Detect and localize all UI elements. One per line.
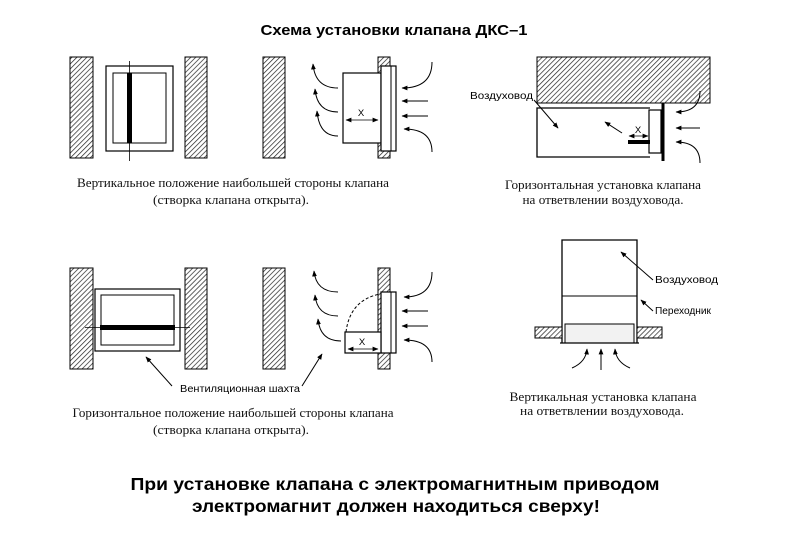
airflow-arrow-inside [315,110,339,137]
valve-blade [100,325,175,330]
ceiling-hatched-left [534,326,563,339]
valve-blade [127,73,132,143]
caption-line1: Вертикальная установка клапана [510,390,697,404]
airflow-arrow-inside [313,88,339,113]
duct-overhead-hatched [536,56,711,104]
ceiling-hatched-right [636,326,663,339]
valve-frame-inner [112,72,167,144]
dimension-x-label: X [635,125,642,136]
airflow-arrow-incoming [613,348,631,369]
caption-line2: на ответвлении воздуховода. [520,404,684,418]
airflow-arrow-incoming [401,61,433,91]
shaft-label-leader-left [145,356,173,387]
valve-body [342,72,382,144]
duct-label-leader [533,99,559,129]
duct-label: Воздуховод [655,275,718,286]
valve-blade [628,140,650,144]
airflow-arrow-incoming [675,139,701,164]
diagram-vertical-duct-branch: Воздуховод Переходник Вертикальная устан… [510,239,718,418]
duct-label-leader [620,251,654,281]
caption-horizontal-line2: (створка клапана открыта). [153,423,309,437]
caption-line2: на ответвлении воздуховода. [523,193,684,207]
airflow-arrow-inside [312,270,339,293]
shaft-wall-left [69,56,94,159]
airflow-arrow-incoming [403,337,433,363]
valve-frame-outer [105,65,174,152]
shaft-wall-left [69,267,94,370]
valve-flange [380,65,397,152]
adapter-label: Переходник [655,306,712,317]
adapter-label-leader [640,299,654,312]
duct-outline [561,239,638,343]
airflow-arrow-incoming [403,271,433,300]
valve-body [648,109,662,154]
diagram-horizontal-front-view [69,267,208,370]
caption-horizontal-line1: Горизонтальное положение наибольшей стор… [73,406,394,420]
caption-vertical-line1: Вертикальное положение наибольшей сторон… [77,176,389,190]
shaft-label-leader-right [301,353,323,387]
warning-note-line1: При установке клапана с электромагнитным… [131,474,660,494]
valve-frame-outer [94,288,181,352]
airflow-arrow-incoming [675,90,701,115]
shaft-wall-left [262,267,286,370]
blade-swing-arc [345,293,381,333]
airflow-arrow-inside [311,63,339,89]
diagram-title: Схема установки клапана ДКС–1 [261,22,528,39]
shaft-label-group: Вентиляционная шахта [145,353,323,395]
airflow-arrow-incoming [403,126,433,153]
dimension-x-label: X [358,108,365,119]
valve-frame-inner [100,294,175,346]
diagram-horizontal-side-view: X [262,267,433,370]
airflow-arrow-inside [604,121,623,134]
valve-body [564,323,635,344]
duct-label: Воздуховод [470,91,533,102]
caption-line1: Горизонтальная установка клапана [505,178,701,192]
diagram-horizontal-duct-branch: X Воздуховод Горизонтальная установка кл… [470,56,711,207]
shaft-wall-right [184,56,208,159]
airflow-arrow-inside [316,318,342,342]
diagram-vertical-front-view [69,56,208,161]
airflow-arrow-incoming [571,348,589,369]
shaft-wall-left [262,56,286,159]
diagram-vertical-side-view: X [262,56,433,159]
shaft-wall-right [184,267,208,370]
valve-flange [380,291,397,354]
airflow-arrow-inside [313,294,339,317]
caption-vertical-line2: (створка клапана открыта). [153,193,309,207]
warning-note-line2: электромагнит должен находиться сверху! [192,496,600,516]
shaft-label: Вентиляционная шахта [180,384,300,395]
duct-outline [536,107,650,158]
dimension-x-label: X [359,337,366,348]
